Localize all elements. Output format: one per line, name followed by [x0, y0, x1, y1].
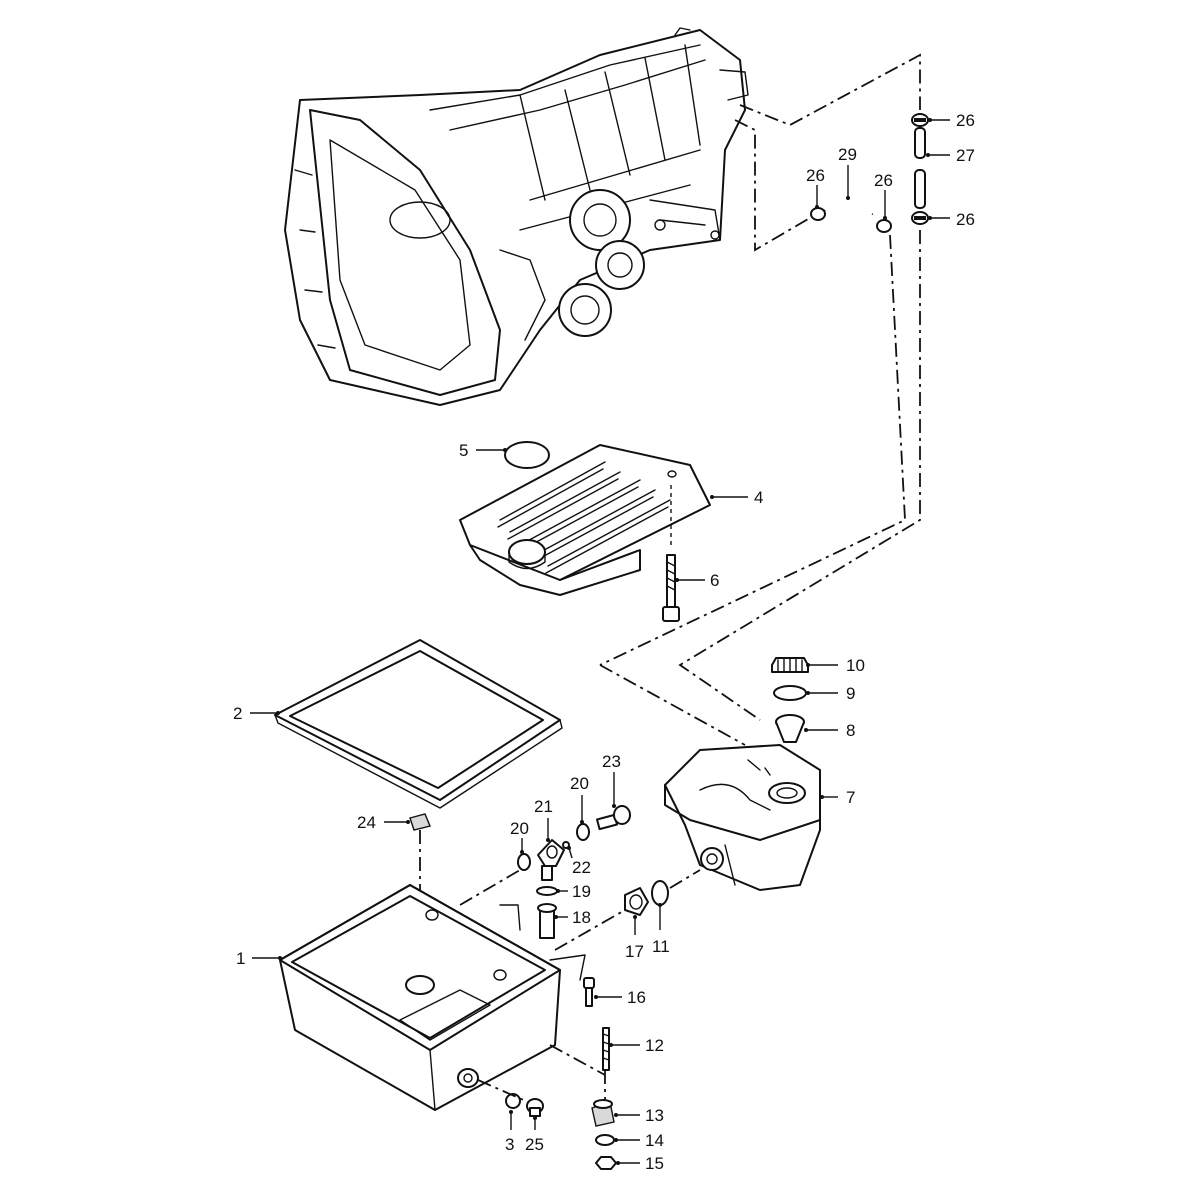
callout-3: 3 — [505, 1135, 514, 1154]
clamp-upper — [911, 113, 929, 127]
threaded-stud — [602, 1027, 610, 1071]
breather-tube — [914, 127, 926, 209]
clamp-lower — [911, 211, 929, 225]
banjo-fitting — [537, 839, 565, 881]
ball-22 — [562, 841, 570, 849]
drain-plug-seal — [505, 1093, 521, 1109]
pipe-connector — [537, 903, 557, 939]
callout-26-top: 26 — [956, 111, 975, 130]
pan-bolt — [583, 977, 595, 1007]
callout-20-left: 20 — [510, 819, 529, 838]
oil-pan — [279, 884, 586, 1111]
drain-plug — [526, 1098, 544, 1117]
callout-17: 17 — [625, 942, 644, 961]
hose-adaptor — [624, 887, 649, 916]
washer-20-left — [517, 853, 531, 871]
callout-16: 16 — [627, 988, 646, 1007]
oil-strainer — [459, 444, 711, 596]
callout-12: 12 — [645, 1036, 664, 1055]
hose-o-ring — [651, 880, 669, 906]
callout-29: 29 — [838, 145, 857, 164]
expansion-tank — [664, 744, 821, 891]
cap-seal-ring — [773, 685, 807, 701]
callout-leaders — [250, 118, 950, 1165]
banjo-bolt — [596, 805, 631, 831]
callout-13: 13 — [645, 1106, 664, 1125]
callout-27: 27 — [956, 146, 975, 165]
callout-8: 8 — [846, 721, 855, 740]
callout-2: 2 — [233, 704, 242, 723]
hex-nut — [595, 1156, 617, 1170]
callout-15: 15 — [645, 1154, 664, 1173]
sealing-ring-19 — [536, 886, 558, 896]
o-ring — [504, 441, 550, 469]
clamp-left-hose — [810, 207, 826, 221]
callout-4: 4 — [754, 488, 763, 507]
pan-gasket — [274, 639, 563, 809]
strainer-bolt — [662, 485, 680, 622]
washer-20-right — [576, 823, 590, 841]
callout-9: 9 — [846, 684, 855, 703]
callout-1: 1 — [236, 949, 245, 968]
callout-23: 23 — [602, 752, 621, 771]
callout-14: 14 — [645, 1131, 664, 1150]
breather-routing-lines — [599, 53, 921, 746]
breather-hose-bent — [823, 199, 873, 217]
callout-10: 10 — [846, 656, 865, 675]
callout-22: 22 — [572, 858, 591, 877]
callout-5: 5 — [459, 441, 468, 460]
callout-21: 21 — [534, 797, 553, 816]
callout-26-right: 26 — [874, 171, 893, 190]
tank-filter-insert — [775, 714, 805, 743]
callout-11: 11 — [652, 937, 670, 956]
callout-20-right: 20 — [570, 774, 589, 793]
clamp-right-hose — [876, 219, 892, 233]
callout-26-left: 26 — [806, 166, 825, 185]
callout-18: 18 — [572, 908, 591, 927]
callout-25: 25 — [525, 1135, 544, 1154]
tank-cap — [771, 657, 809, 673]
washer-14 — [595, 1134, 615, 1146]
transmission-housing — [284, 27, 749, 406]
callout-7: 7 — [846, 788, 855, 807]
rubber-mount — [591, 1099, 615, 1127]
callout-6: 6 — [710, 571, 719, 590]
callout-19: 19 — [572, 882, 591, 901]
callout-26-bottom: 26 — [956, 210, 975, 229]
callout-24: 24 — [357, 813, 376, 832]
